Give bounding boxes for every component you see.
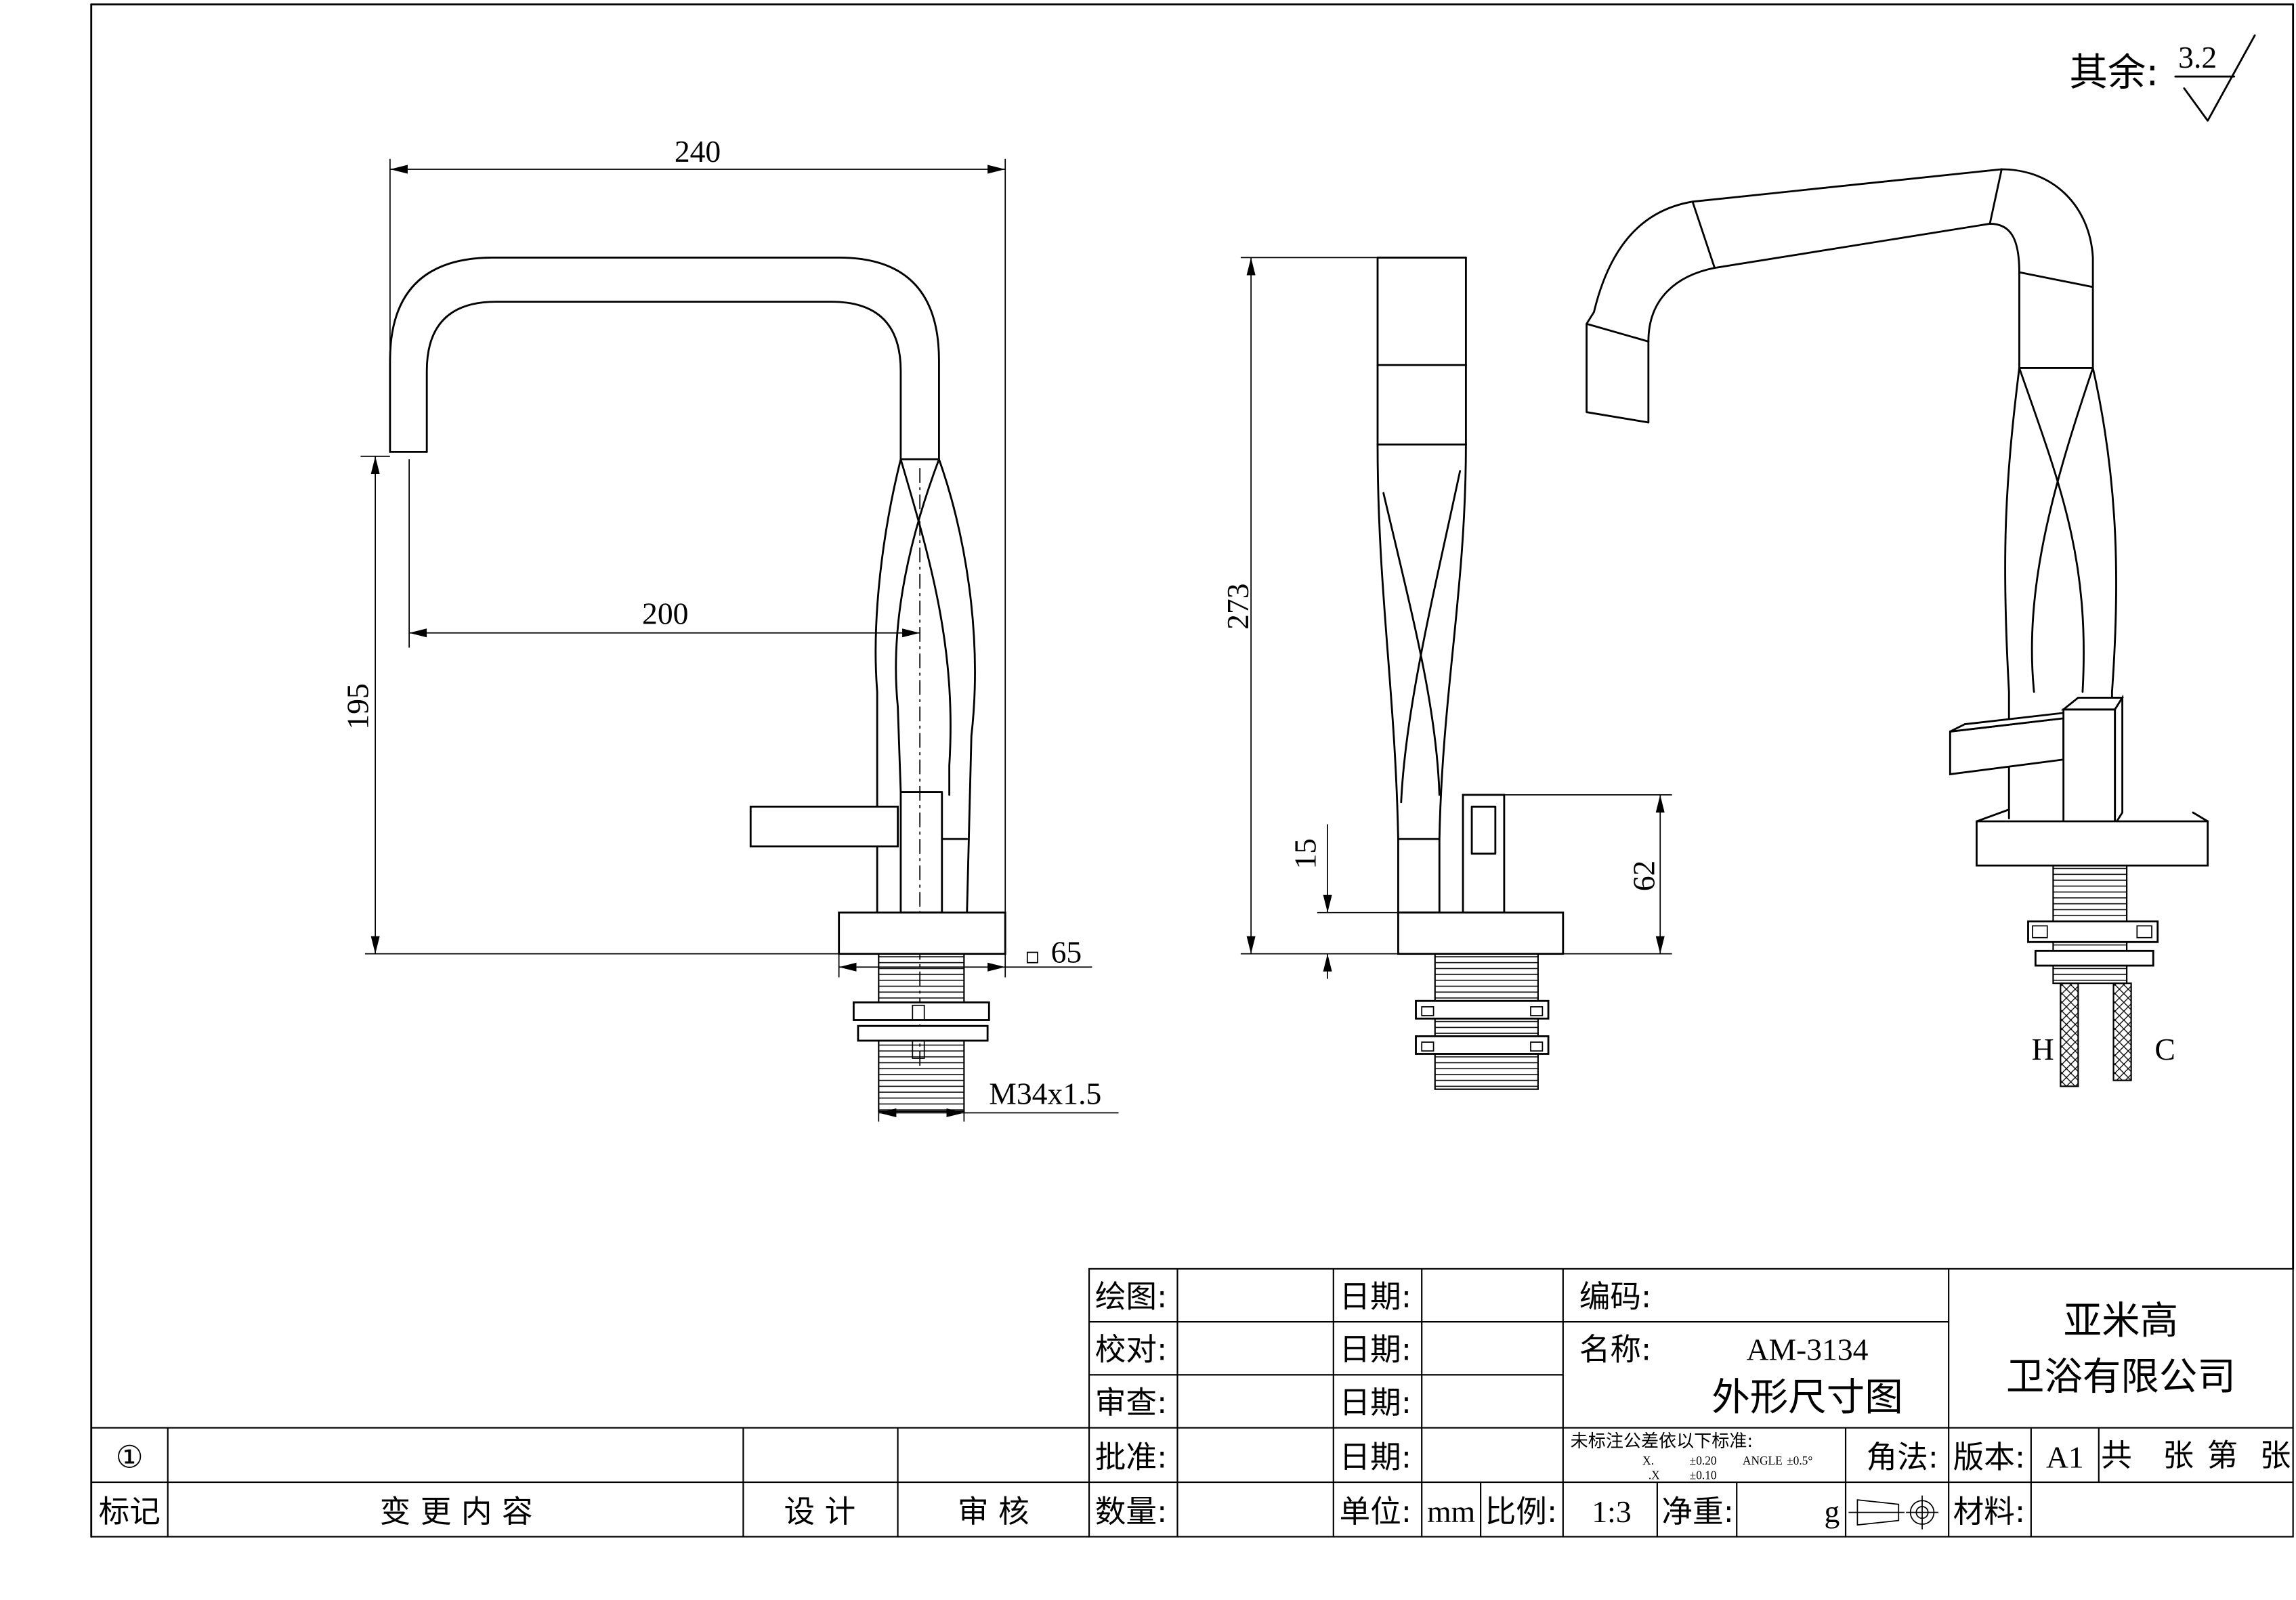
front-shank <box>852 953 990 1112</box>
dim-base-thickness-text: 15 <box>1288 838 1323 869</box>
unit-value: mm <box>1427 1494 1475 1529</box>
title-block-grid <box>91 1268 2294 1538</box>
hot-hose <box>2060 982 2079 1087</box>
sheet-border <box>90 3 2295 1538</box>
tolerance-x-value: ±0.20 <box>1690 1454 1717 1467</box>
iso-spout <box>1586 168 2094 424</box>
front-view: 240 200 195 65 <box>340 134 1119 1122</box>
quantity-label: 数量: <box>1095 1494 1168 1530</box>
checked-by-label: 校对: <box>1095 1332 1168 1368</box>
company-name-line1: 亚米高 <box>2064 1299 2178 1343</box>
approved-by-label: 批准: <box>1095 1439 1168 1475</box>
hot-label: H <box>2032 1032 2054 1066</box>
iso-view: H C <box>1586 168 2209 1087</box>
name-label: 名称: <box>1579 1332 1652 1368</box>
dim-handle-height: 62 <box>1504 794 1672 955</box>
side-lock-nut <box>1415 999 1550 1020</box>
square-symbol-icon <box>1026 951 1038 964</box>
front-spout-inner <box>425 301 902 460</box>
sheets-unit-1: 张 <box>2163 1437 2194 1473</box>
side-body <box>1376 444 1467 914</box>
tolerance-xx-value: ±0.10 <box>1690 1469 1717 1482</box>
revision-label: 版本: <box>1953 1439 2026 1475</box>
side-view: 273 15 62 <box>1220 257 1672 1090</box>
cold-label: C <box>2154 1032 2175 1066</box>
side-handle-slot <box>1470 805 1497 855</box>
sheets-total-label: 共 <box>2101 1437 2132 1473</box>
side-spout <box>1376 257 1467 446</box>
reviewed-date-label: 日期: <box>1340 1385 1412 1421</box>
column-mark: 标记 <box>99 1494 161 1530</box>
dim-spout-reach: 200 <box>408 459 920 648</box>
projection-symbol-icon <box>1848 1495 1938 1530</box>
side-washer <box>1415 1035 1550 1055</box>
dim-thread-text: M34x1.5 <box>989 1076 1101 1110</box>
company-name-line2: 卫浴有限公司 <box>2006 1355 2236 1399</box>
column-change-content: 变 更 内 容 <box>380 1494 533 1530</box>
dim-spout-reach-text: 200 <box>642 597 688 631</box>
iso-hoses <box>2060 982 2132 1087</box>
column-review: 审 核 <box>958 1494 1029 1530</box>
checked-date-label: 日期: <box>1340 1332 1412 1368</box>
drawn-by-label: 绘图: <box>1095 1278 1168 1314</box>
drawn-date-label: 日期: <box>1340 1278 1412 1314</box>
dim-overall-width-text: 240 <box>675 134 721 169</box>
dim-base-thickness: 15 <box>1288 824 1399 979</box>
dim-spout-height-text: 195 <box>340 683 375 729</box>
net-weight-unit: g <box>1825 1494 1840 1529</box>
side-base-plate <box>1397 911 1565 955</box>
angle-label: ANGLE <box>1743 1454 1783 1467</box>
scale-value: 1:3 <box>1592 1494 1631 1529</box>
dim-base-size-text: 65 <box>1051 935 1082 970</box>
scale-label: 比例: <box>1485 1494 1558 1530</box>
reviewed-by-label: 审查: <box>1095 1385 1168 1421</box>
front-handle-hub <box>899 791 943 914</box>
dim-spout-height: 195 <box>340 456 839 955</box>
iso-washer <box>2034 949 2154 967</box>
tolerance-note: 未标注公差依以下标准: X. ±0.20 ANGLE ±0.5° .X ±0.1… <box>1571 1431 1813 1482</box>
material-label: 材料: <box>1953 1494 2026 1530</box>
side-shank <box>1415 953 1550 1090</box>
dim-base-size: 65 <box>838 935 1092 978</box>
sheet-number-label: 第 <box>2207 1437 2238 1473</box>
drawing-title: 外形尺寸图 <box>1712 1376 1902 1420</box>
model-number: AM-3134 <box>1747 1333 1869 1367</box>
revision-value: A1 <box>2046 1440 2084 1474</box>
surface-finish-note: 其余: 3.2 <box>2069 34 2256 122</box>
surface-finish-value: 3.2 <box>2178 40 2217 74</box>
iso-base <box>1976 808 2209 867</box>
cold-hose <box>2112 982 2132 1081</box>
dim-thread: M34x1.5 <box>878 1076 1119 1122</box>
front-body <box>874 458 976 1068</box>
column-design: 设 计 <box>784 1494 856 1530</box>
dim-overall-height-text: 273 <box>1220 583 1255 629</box>
tolerance-xx-label: .X <box>1649 1469 1660 1482</box>
approved-date-label: 日期: <box>1340 1439 1412 1475</box>
iso-lock-nut <box>2027 920 2159 943</box>
front-spout-outer <box>389 257 940 460</box>
title-block: 绘图: 日期: 编码: 校对: 日期: 名称: AM-3134 审查: 日期: … <box>91 1268 2294 1538</box>
front-handle-lever <box>749 805 899 848</box>
net-weight-label: 净重: <box>1661 1494 1734 1530</box>
surface-finish-label: 其余: <box>2069 51 2159 95</box>
dim-overall-height: 273 <box>1220 257 1399 955</box>
revision-mark: ① <box>116 1439 144 1475</box>
angle-value: ±0.5° <box>1787 1454 1812 1467</box>
tolerance-x-label: X. <box>1642 1454 1654 1467</box>
iso-handle <box>1949 694 2125 828</box>
roughness-symbol-icon <box>2174 34 2256 122</box>
front-base-plate <box>838 911 1006 955</box>
dim-overall-width: 240 <box>389 134 1006 913</box>
iso-shank <box>2027 865 2159 985</box>
front-washer <box>857 1024 989 1042</box>
code-label: 编码: <box>1579 1278 1652 1314</box>
sheets-unit-2: 张 <box>2260 1437 2291 1473</box>
tolerance-title: 未标注公差依以下标准: <box>1571 1431 1753 1452</box>
dim-handle-height-text: 62 <box>1627 861 1661 892</box>
projection-label: 角法: <box>1866 1439 1938 1475</box>
unit-label: 单位: <box>1340 1494 1412 1530</box>
iso-body <box>2004 367 2117 820</box>
